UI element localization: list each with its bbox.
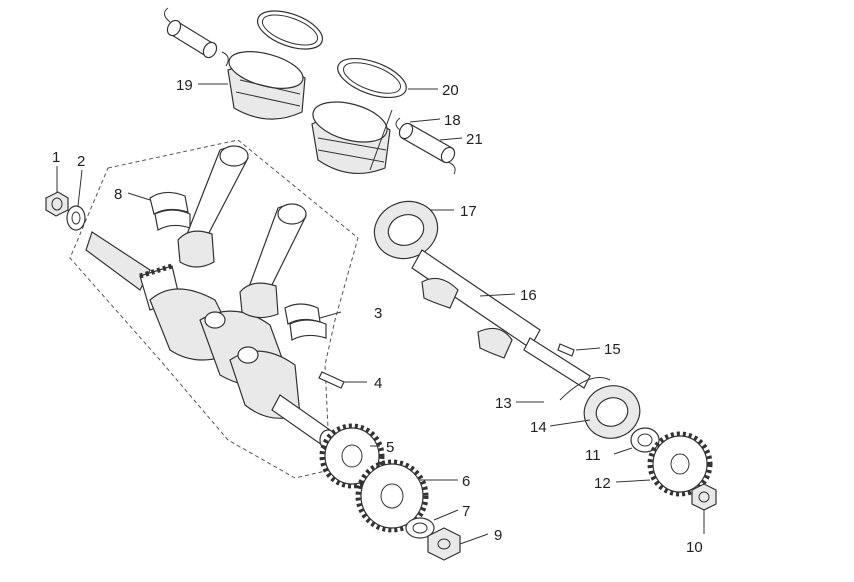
balancer-bearing-lower — [583, 385, 641, 439]
balancer-shaft — [411, 249, 591, 389]
balancer-circlip — [559, 377, 611, 401]
callout-12: 12 — [594, 475, 611, 492]
connecting-rod-left — [177, 145, 249, 268]
callout-20: 20 — [442, 82, 459, 99]
callout-13: 13 — [495, 395, 512, 412]
piston-pin-upper — [166, 19, 218, 59]
callout-1: 1 — [52, 149, 60, 166]
callout-5: 5 — [386, 439, 394, 456]
piston-rings-right — [337, 57, 407, 99]
balancer-nut — [691, 483, 717, 511]
crankshaft-nut — [45, 191, 69, 217]
callout-17: 17 — [460, 203, 477, 220]
callout-8: 8 — [114, 186, 122, 203]
balancer-bearing — [373, 200, 439, 260]
driven-gear — [355, 459, 429, 533]
callout-15: 15 — [604, 341, 621, 358]
callout-9: 9 — [494, 527, 502, 544]
callout-21: 21 — [466, 131, 483, 148]
callout-3: 3 — [374, 305, 382, 322]
callout-6: 6 — [462, 473, 470, 490]
circlip-right — [395, 117, 401, 131]
piston-centerline — [369, 109, 393, 171]
callout-14: 14 — [530, 419, 547, 436]
circlip-upper-2 — [221, 51, 229, 67]
crankshaft-washer — [66, 205, 86, 231]
piston-left — [227, 51, 306, 120]
bearing-shells-upper — [149, 191, 191, 231]
callout-10: 10 — [686, 539, 703, 556]
piston-right — [311, 101, 391, 174]
piston-pin-right — [398, 122, 456, 164]
leader-lines — [56, 83, 705, 545]
gear-nut — [427, 527, 461, 561]
callout-11: 11 — [585, 447, 601, 464]
circlip-upper — [164, 7, 171, 23]
callout-4: 4 — [374, 375, 382, 392]
balancer-spacer — [630, 427, 660, 453]
gear-washer — [405, 517, 435, 539]
crank-gear — [319, 423, 385, 489]
key-pin — [318, 371, 345, 389]
callout-18: 18 — [444, 112, 461, 129]
woodruff-key — [557, 343, 575, 357]
connecting-rod-right — [239, 203, 307, 319]
callout-16: 16 — [520, 287, 537, 304]
callout-2: 2 — [77, 153, 85, 170]
crankshaft — [85, 231, 337, 451]
callout-19: 19 — [176, 77, 193, 94]
bearing-shells-lower — [284, 303, 327, 341]
callout-7: 7 — [462, 503, 470, 520]
crank-assembly-group-outline — [69, 139, 359, 479]
piston-rings-upper — [256, 10, 324, 50]
circlip-right-2 — [447, 161, 456, 175]
balancer-gear — [647, 431, 713, 497]
